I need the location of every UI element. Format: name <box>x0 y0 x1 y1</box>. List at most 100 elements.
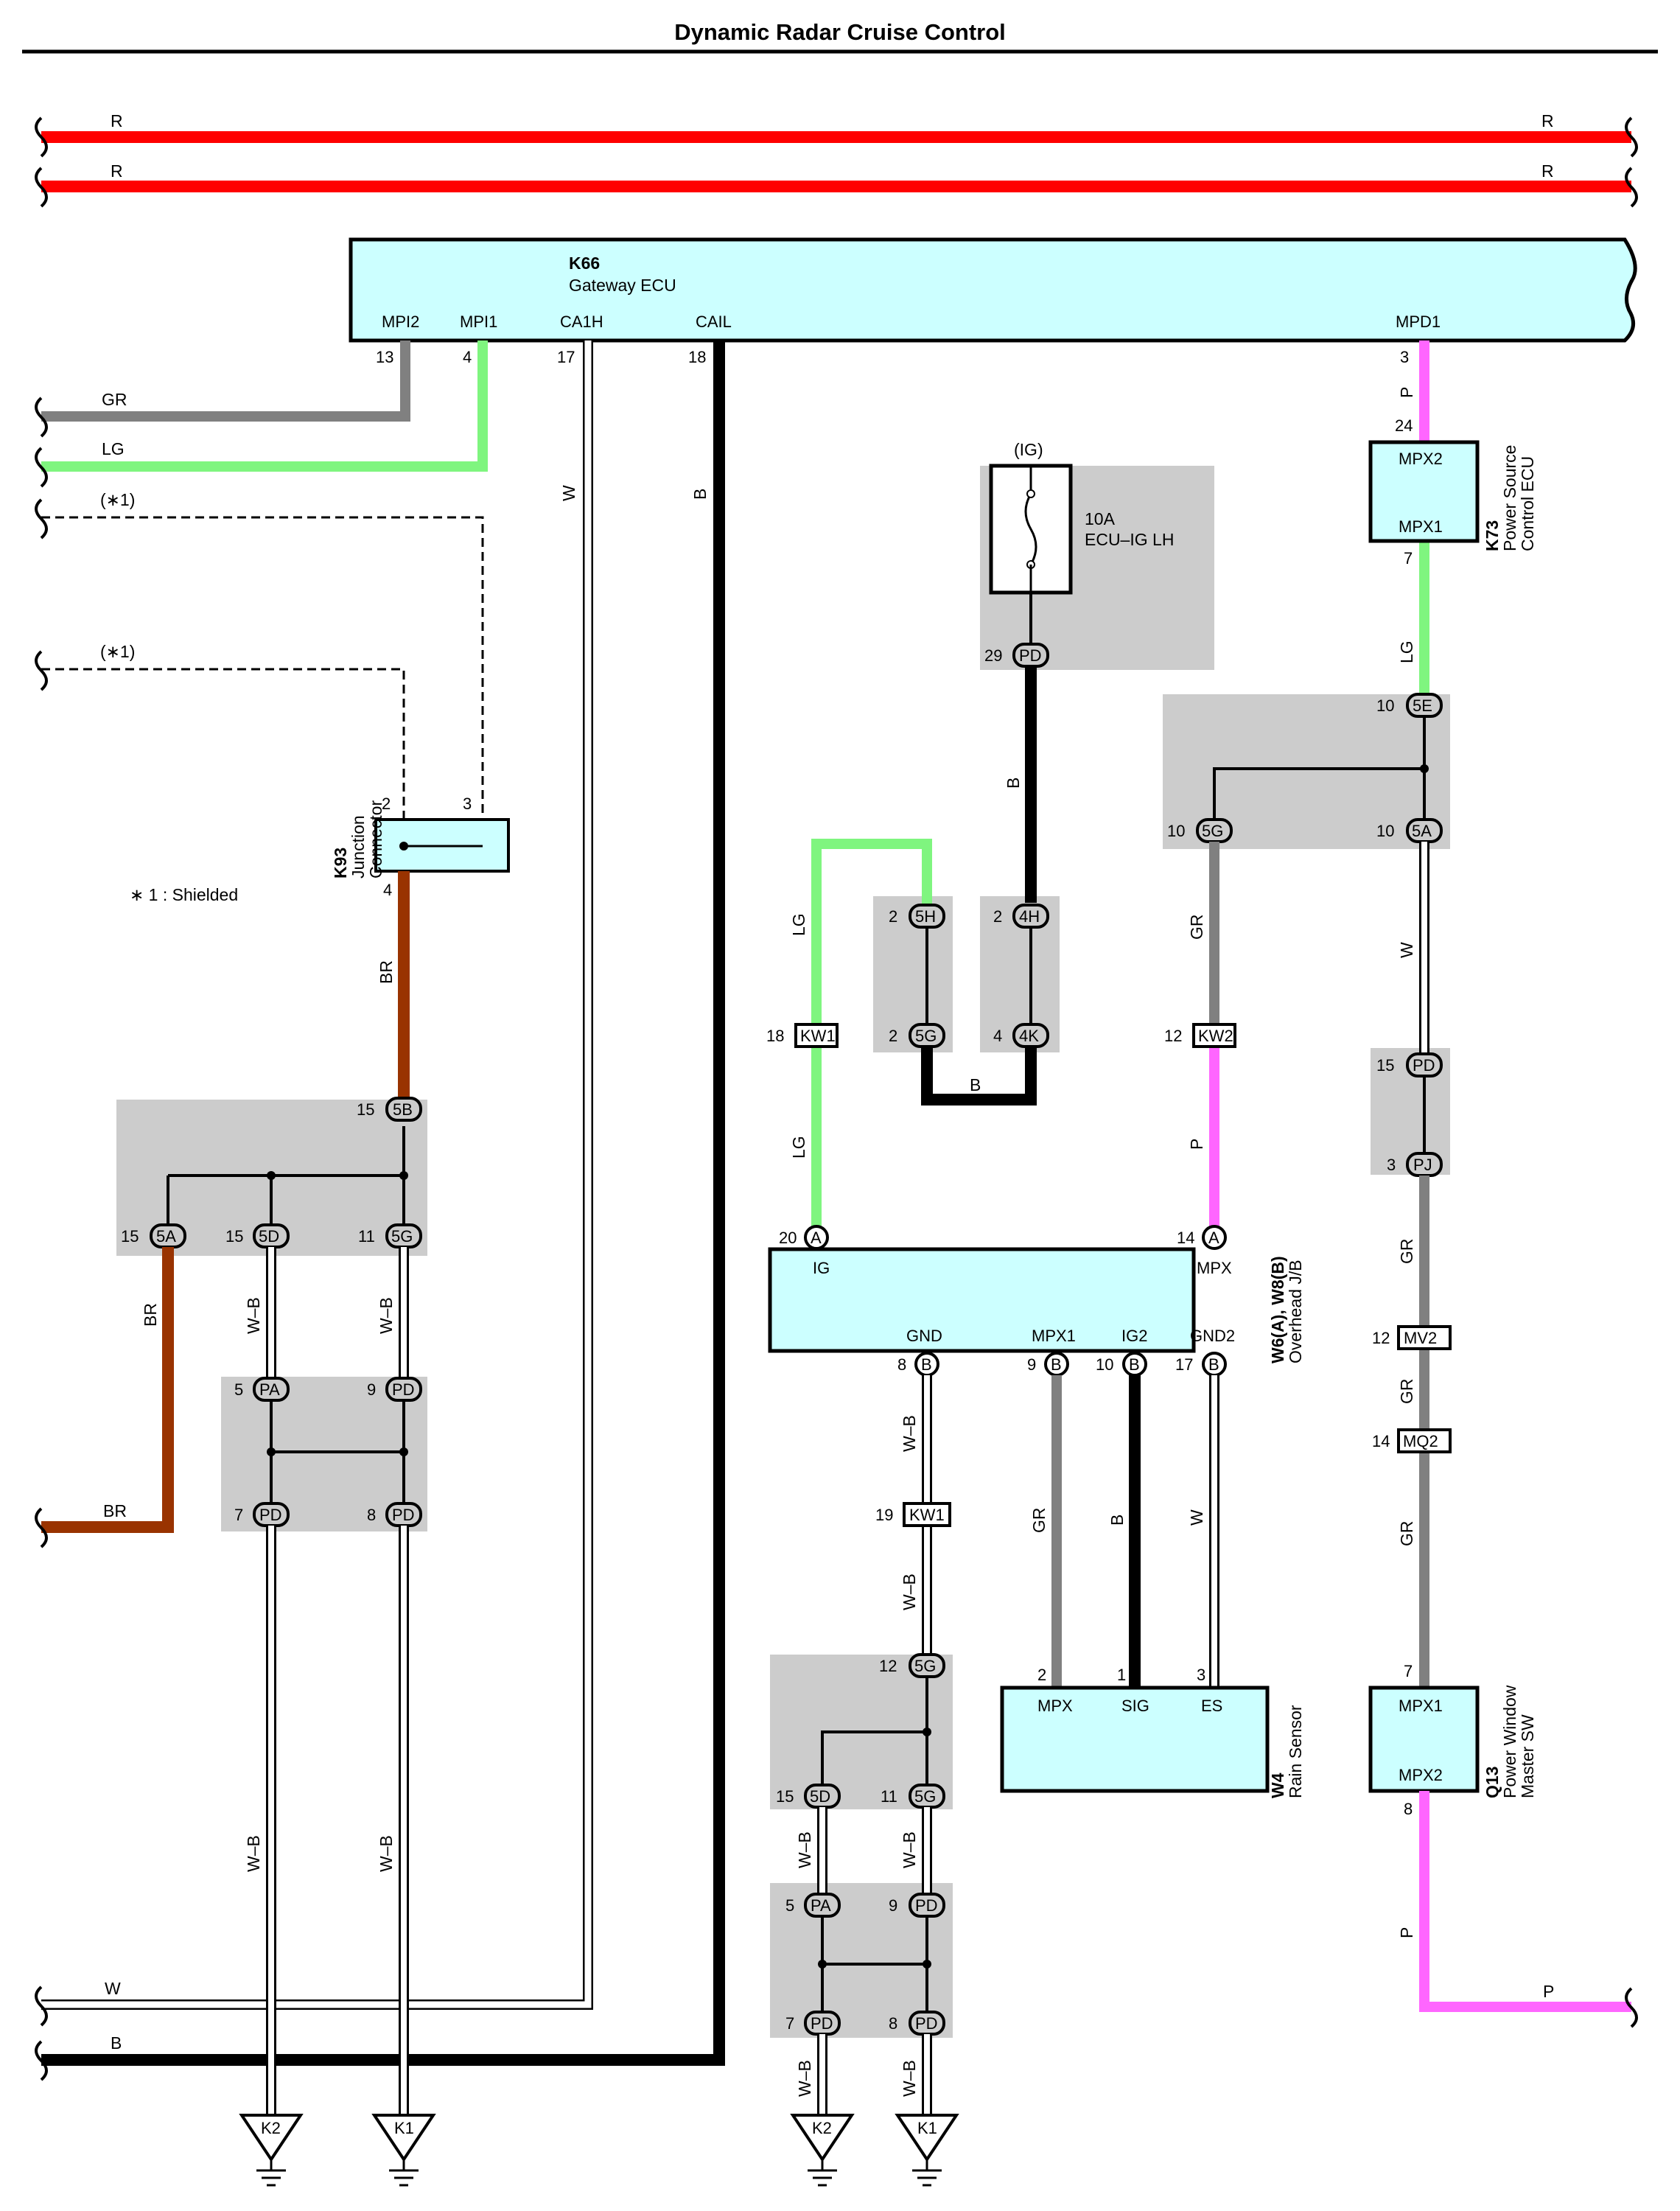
svg-text:5D: 5D <box>259 1227 279 1246</box>
wire-w-5a-pd: W PD 15 PJ 3 <box>1376 842 1443 1177</box>
svg-text:GND: GND <box>906 1327 942 1345</box>
svg-text:W–B: W–B <box>900 1573 919 1610</box>
svg-text:9: 9 <box>889 1896 897 1915</box>
svg-text:MPX2: MPX2 <box>1399 1766 1443 1784</box>
svg-text:MPX1: MPX1 <box>1032 1327 1076 1345</box>
svg-text:B: B <box>690 489 710 500</box>
ground-k2-center: K2 <box>790 2114 855 2187</box>
wire-p-right: P P <box>1397 1791 1638 2028</box>
svg-text:IG: IG <box>813 1259 830 1277</box>
svg-text:A: A <box>1208 1229 1219 1247</box>
svg-text:11: 11 <box>358 1227 375 1246</box>
svg-text:Overhead J/B: Overhead J/B <box>1286 1260 1305 1363</box>
svg-text:8: 8 <box>367 1506 376 1524</box>
svg-text:W–B: W–B <box>795 2060 814 2097</box>
svg-text:2: 2 <box>889 907 897 926</box>
wire-b-fuse: B <box>1004 666 1037 903</box>
wire-lg-ig: KW1 18 LG LG <box>766 913 839 1227</box>
svg-text:K2: K2 <box>261 2119 281 2137</box>
svg-text:12: 12 <box>1164 1027 1182 1045</box>
svg-text:P: P <box>1397 1927 1416 1938</box>
svg-text:24: 24 <box>1395 416 1413 435</box>
svg-text:8: 8 <box>1404 1800 1413 1818</box>
svg-text:11: 11 <box>881 1787 897 1806</box>
svg-text:R: R <box>111 111 123 130</box>
svg-text:7: 7 <box>785 2014 794 2033</box>
svg-text:Junction: Junction <box>349 815 368 879</box>
svg-text:B: B <box>1051 1355 1062 1374</box>
svg-text:3: 3 <box>1387 1156 1396 1174</box>
svg-text:W–B: W–B <box>377 1835 396 1872</box>
svg-text:W–B: W–B <box>900 1415 919 1452</box>
gateway-ecu-name: Gateway ECU <box>569 276 676 295</box>
wires-jb-rain-sensor: GR B W <box>1029 1375 1219 1688</box>
wire-wb-ground-left: W–B W–B <box>244 1526 409 2115</box>
svg-text:15: 15 <box>357 1100 374 1119</box>
svg-text:PD: PD <box>259 1506 282 1524</box>
svg-text:MQ2: MQ2 <box>1403 1432 1438 1450</box>
svg-text:A: A <box>811 1229 822 1247</box>
svg-text:BR: BR <box>103 1501 127 1520</box>
svg-text:PD: PD <box>392 1506 415 1524</box>
svg-text:B: B <box>1004 778 1023 789</box>
shield-note: ∗ 1 : Shielded <box>130 885 238 904</box>
svg-text:10A: 10A <box>1085 509 1116 528</box>
svg-text:W–B: W–B <box>795 1831 814 1868</box>
fuse-ecu-ig-lh: (IG) 10A ECU–IG LH PD 29 <box>984 440 1174 668</box>
svg-text:8: 8 <box>897 1355 906 1374</box>
svg-text:MPX2: MPX2 <box>1399 450 1443 468</box>
svg-text:BR: BR <box>141 1303 160 1327</box>
svg-text:SIG: SIG <box>1121 1697 1149 1715</box>
svg-text:Rain Sensor: Rain Sensor <box>1286 1705 1305 1798</box>
svg-text:B: B <box>921 1355 932 1374</box>
ground-k2-left: K2 <box>239 2114 304 2187</box>
svg-text:17: 17 <box>557 348 575 366</box>
svg-text:K1: K1 <box>394 2119 414 2137</box>
svg-text:W–B: W–B <box>244 1297 263 1334</box>
svg-text:12: 12 <box>879 1657 897 1675</box>
svg-text:19: 19 <box>875 1506 893 1524</box>
svg-text:PD: PD <box>915 1896 938 1915</box>
svg-text:13: 13 <box>376 348 393 366</box>
svg-text:5G: 5G <box>914 1657 936 1675</box>
svg-text:10: 10 <box>1376 822 1394 840</box>
center-junction-5g-5d: 5G 12 5D 15 5G 11 <box>776 1653 945 1809</box>
svg-text:B: B <box>1208 1355 1219 1374</box>
svg-text:K73: K73 <box>1483 520 1502 551</box>
svg-text:5E: 5E <box>1413 696 1432 715</box>
svg-text:B: B <box>1107 1515 1127 1526</box>
svg-text:10: 10 <box>1096 1355 1113 1374</box>
svg-text:MPI1: MPI1 <box>460 312 497 331</box>
svg-text:W: W <box>1187 1509 1206 1526</box>
svg-text:2: 2 <box>1037 1666 1046 1684</box>
left-junction-block: 5B 15 5A 15 5D 15 5G 11 <box>121 1097 422 1248</box>
wire-br-k93: BR <box>377 871 410 1106</box>
power-window-master-sw: MPX1 MPX2 7 8 Q13 Power Window Master SW <box>1368 1662 1537 1818</box>
svg-text:W–B: W–B <box>377 1297 396 1334</box>
svg-text:15: 15 <box>121 1227 139 1246</box>
shielded-lines: (∗1) (∗1) <box>35 490 484 846</box>
svg-text:PD: PD <box>915 2014 938 2033</box>
junction-5h-5g: 5H 2 5G 2 <box>811 839 945 1048</box>
wire-br-left: BR BR <box>35 1247 174 1548</box>
svg-text:GND2: GND2 <box>1190 1327 1235 1345</box>
svg-text:15: 15 <box>776 1787 794 1806</box>
svg-text:(∗1): (∗1) <box>100 642 135 661</box>
svg-text:PA: PA <box>259 1380 280 1399</box>
svg-text:P: P <box>1187 1139 1206 1150</box>
svg-text:MPX: MPX <box>1037 1697 1073 1715</box>
svg-text:5G: 5G <box>914 1787 936 1806</box>
center-junction-pa-pd: PA 5 PD 9 PD 7 PD 8 <box>785 1893 945 2036</box>
svg-text:Power Window: Power Window <box>1500 1685 1519 1798</box>
svg-text:B: B <box>1129 1355 1140 1374</box>
svg-text:GR: GR <box>1029 1508 1049 1534</box>
svg-text:10: 10 <box>1376 696 1394 715</box>
svg-text:(IG): (IG) <box>1014 440 1043 459</box>
svg-text:20: 20 <box>779 1229 797 1247</box>
svg-text:PD: PD <box>392 1380 415 1399</box>
svg-text:5: 5 <box>785 1896 794 1915</box>
wire-wb-ground-center: W–B W–B <box>795 2034 932 2115</box>
svg-text:1: 1 <box>1117 1666 1126 1684</box>
svg-text:K1: K1 <box>917 2119 937 2137</box>
wire-gr-mpi2: GR <box>35 340 410 438</box>
